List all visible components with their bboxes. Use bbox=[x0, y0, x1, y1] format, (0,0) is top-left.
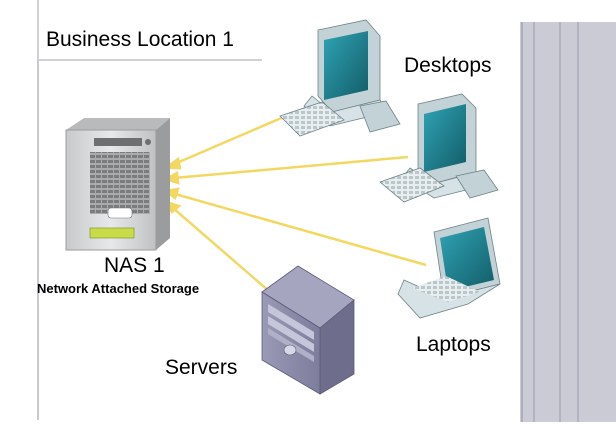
server-icon bbox=[261, 265, 355, 395]
nas-description-label: Network Attached Storage bbox=[37, 281, 200, 296]
desktops-label: Desktops bbox=[404, 54, 492, 77]
connections bbox=[162, 114, 427, 293]
location-frame bbox=[37, 0, 262, 420]
desktop-icon-1 bbox=[279, 19, 401, 137]
nas-icon bbox=[65, 118, 170, 251]
side-panel bbox=[520, 22, 616, 422]
connection-desktop-2 bbox=[162, 155, 409, 185]
connection-laptop bbox=[162, 187, 427, 267]
laptops-label: Laptops bbox=[416, 333, 491, 356]
location-title: Business Location 1 bbox=[46, 28, 234, 51]
servers-label: Servers bbox=[165, 356, 238, 379]
connection-desktop-1 bbox=[162, 114, 287, 170]
desktop-icon-2 bbox=[379, 93, 499, 203]
nas-name-label: NAS 1 bbox=[104, 254, 165, 277]
laptop-icon bbox=[397, 217, 501, 319]
